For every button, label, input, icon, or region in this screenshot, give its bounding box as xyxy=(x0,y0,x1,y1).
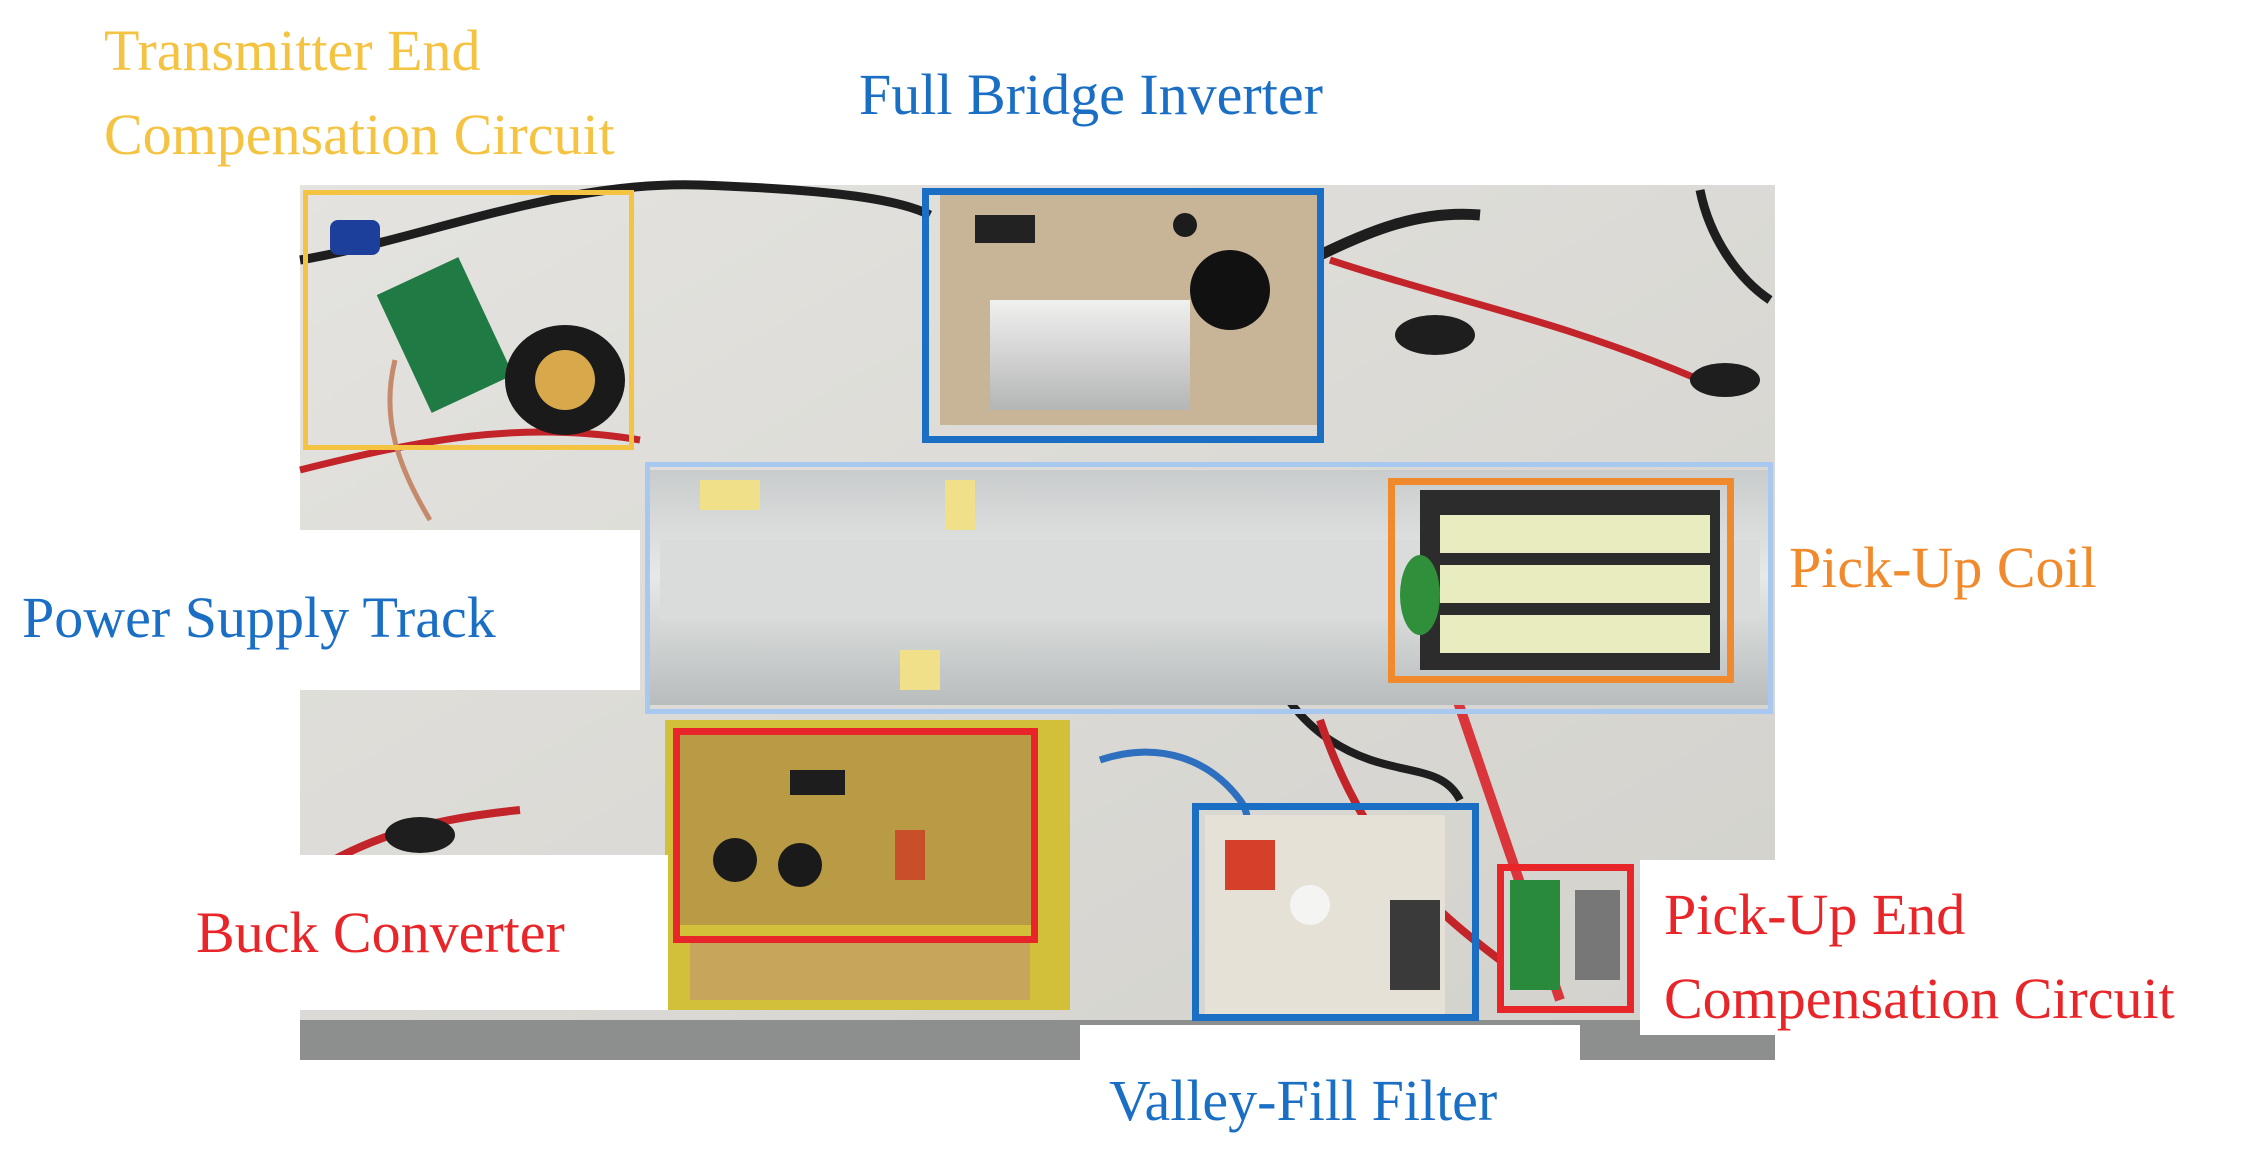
buck-capacitor xyxy=(713,838,757,882)
track-tape xyxy=(700,480,760,510)
transmitter-pcb xyxy=(376,257,514,413)
pickup-end-capacitor xyxy=(1575,890,1620,980)
pickup-coil-winding xyxy=(1440,615,1710,653)
power-supply-track-label: Power Supply Track xyxy=(18,585,500,651)
buck-converter-label: Buck Converter xyxy=(192,900,569,966)
copper-leads xyxy=(387,359,433,522)
blue-capacitor xyxy=(330,220,380,255)
black-wire xyxy=(1695,189,1773,304)
track-tape xyxy=(945,480,975,530)
buck-ic xyxy=(790,770,845,795)
pickup-coil-winding xyxy=(1440,565,1710,603)
valley-fill-box xyxy=(1192,803,1479,1021)
valley-fill-label: Valley-Fill Filter xyxy=(1105,1068,1502,1134)
inverter-box xyxy=(922,188,1324,443)
track-tape xyxy=(900,650,940,690)
pickup-end-label-line2: Compensation Circuit xyxy=(1660,966,2179,1032)
black-wire xyxy=(1307,208,1481,265)
pickup-coil-box xyxy=(1388,478,1734,683)
black-wire xyxy=(299,180,933,265)
buck-resistor xyxy=(895,830,925,880)
inverter-label: Full Bridge Inverter xyxy=(855,62,1327,128)
valley-fill-diode xyxy=(1290,885,1330,925)
valley-fill-capacitor xyxy=(1390,900,1440,990)
buck-capacitor xyxy=(778,843,822,887)
valley-fill-inductor xyxy=(1225,840,1275,890)
transmitter-inductor-core xyxy=(535,350,595,410)
inverter-heatsink xyxy=(990,300,1190,410)
green-clip xyxy=(1400,555,1440,635)
transmitter-label-line2: Compensation Circuit xyxy=(100,102,619,168)
inverter-capacitor-small xyxy=(1173,213,1197,237)
red-wire xyxy=(1328,256,1702,384)
track-box xyxy=(645,462,1773,714)
inverter-capacitor xyxy=(1190,250,1270,330)
pickup-end-label-line1: Pick-Up End xyxy=(1660,882,1970,948)
alligator-clip xyxy=(1395,315,1475,355)
buck-box xyxy=(673,728,1038,943)
transmitter-label-line1: Transmitter End xyxy=(100,18,485,84)
inverter-ic xyxy=(975,215,1035,243)
pickup-end-pcb xyxy=(1510,880,1560,990)
buck-foam xyxy=(690,940,1030,1000)
pickup-coil-label: Pick-Up Coil xyxy=(1785,535,2101,601)
transmitter-box xyxy=(303,190,634,450)
red-wire xyxy=(299,428,641,474)
pickup-end-box xyxy=(1497,864,1634,1013)
alligator-clip xyxy=(385,817,455,853)
alligator-clip xyxy=(1690,363,1760,397)
buck-pcb xyxy=(680,735,1035,925)
pickup-coil-winding xyxy=(1440,515,1710,553)
